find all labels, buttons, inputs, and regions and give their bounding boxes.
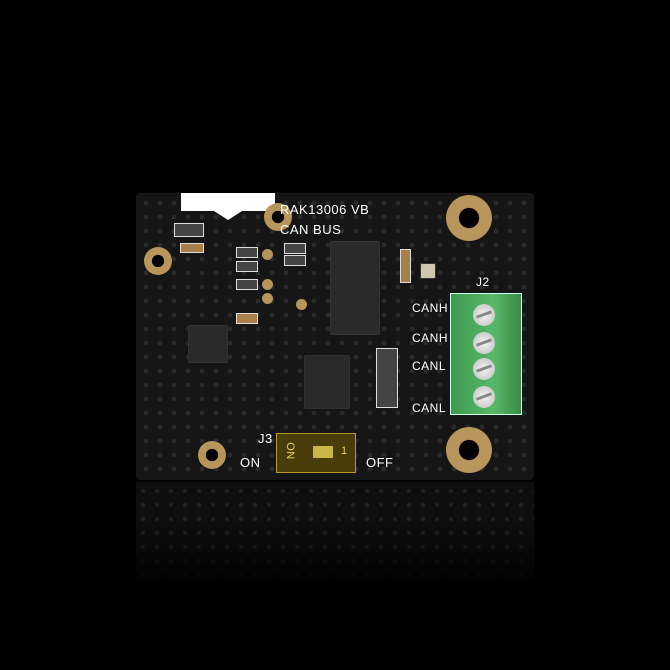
smd-capacitor	[284, 243, 306, 254]
screw-icon[interactable]	[473, 358, 495, 380]
smd-capacitor	[174, 223, 204, 237]
screw-terminal-j2[interactable]	[450, 293, 522, 415]
model-label: RAK13006 VB	[280, 202, 370, 217]
switch-on-label: ON	[240, 455, 261, 470]
dip-slider[interactable]	[313, 446, 333, 458]
pin-label-1: CANH	[412, 301, 449, 315]
test-pad	[262, 279, 273, 290]
controller-ic-soic8	[304, 355, 350, 409]
smd-resistor	[236, 313, 258, 324]
dip-position-number: 1	[341, 445, 348, 457]
mounting-hole-bottom-right	[446, 427, 492, 473]
board-reflection	[136, 482, 534, 582]
pin-label-4: CANL	[412, 401, 447, 415]
switch-label-j3: J3	[258, 431, 273, 446]
screw-icon[interactable]	[473, 386, 495, 408]
mounting-hole-top-center	[264, 203, 292, 231]
dip-on-marking: ON	[283, 442, 296, 460]
inductor	[188, 325, 228, 363]
smd-capacitor	[236, 279, 258, 290]
pcb-board: RAK13006 VB CAN BUS J2 CANH CANH CANL CA…	[136, 193, 534, 480]
transceiver-ic-soic14	[330, 241, 380, 335]
smd-resistor	[400, 249, 411, 283]
silkscreen-label-area	[181, 193, 275, 220]
smd-capacitor	[236, 247, 258, 258]
mounting-hole-bottom-left	[198, 441, 226, 469]
test-pad	[262, 249, 273, 260]
connector-label-j2: J2	[476, 275, 490, 289]
mounting-hole-left	[144, 247, 172, 275]
mounting-hole-top-right	[446, 195, 492, 241]
screw-icon[interactable]	[473, 332, 495, 354]
smd-resistor-array	[376, 348, 398, 408]
pin-label-2: CANH	[412, 331, 449, 345]
test-pad	[296, 299, 307, 310]
smd-capacitor	[236, 261, 258, 272]
switch-off-label: OFF	[366, 455, 394, 470]
function-label: CAN BUS	[280, 222, 342, 237]
dip-switch-j3[interactable]: ON 1	[276, 433, 356, 473]
test-pad	[262, 293, 273, 304]
smd-capacitor	[284, 255, 306, 266]
crystal-component	[420, 263, 436, 279]
pin-label-3: CANL	[412, 359, 447, 373]
screw-icon[interactable]	[473, 304, 495, 326]
smd-resistor	[180, 243, 204, 253]
